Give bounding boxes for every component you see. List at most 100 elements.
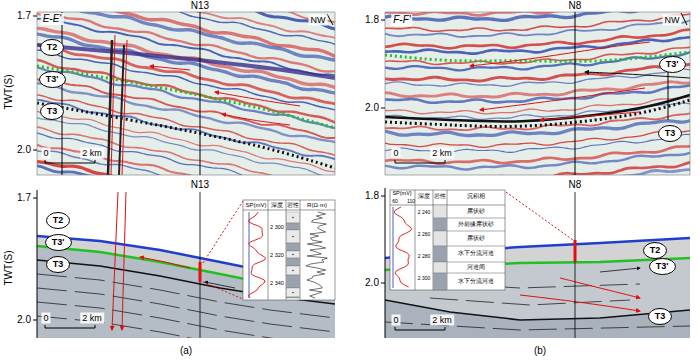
label: 2.0 (17, 145, 31, 155)
onlap-arrow (215, 92, 300, 106)
lithology-bed (434, 218, 447, 231)
axis-tick (33, 320, 37, 321)
seismic-trace (37, 145, 335, 175)
seismic-trace (385, 47, 690, 65)
oval-text-group: T3 (53, 260, 64, 269)
oval-text-group: T2 (53, 216, 64, 225)
scale-bar (395, 160, 396, 163)
scale-bar (45, 325, 46, 328)
oval-shape (649, 308, 672, 324)
sp-curve (248, 212, 265, 298)
label: R(Ω·m) (307, 202, 327, 208)
horizon-oval: T3' (45, 234, 72, 251)
label: 2.0 (17, 315, 31, 325)
oval-text-group: T2 (47, 43, 58, 52)
horizon-oval: T3 (40, 103, 64, 120)
section-frame (385, 12, 690, 175)
lithology-bed (434, 273, 447, 290)
horizon-oval: T3' (649, 258, 676, 275)
sp-curve (394, 207, 411, 287)
lithology-bed (287, 297, 300, 298)
oval-shape (45, 234, 71, 250)
axis-tick (381, 196, 385, 197)
label: F-F' (391, 14, 412, 26)
well-log (243, 200, 335, 300)
scale-bar (95, 325, 96, 328)
onlap-arrow (585, 72, 690, 78)
log-rule (243, 210, 335, 211)
label: 席状砂 (467, 209, 485, 215)
label: 深度 (271, 202, 283, 208)
lithology-bed (287, 251, 300, 258)
label: 2 280 (418, 254, 431, 259)
sand-dot (292, 292, 294, 294)
scale-bar (45, 327, 95, 328)
label: 1.7 (17, 11, 31, 21)
stratum-fill (37, 246, 335, 338)
label: N13 (191, 1, 209, 11)
label: N8 (569, 180, 582, 190)
horizon-label: T3' (666, 60, 679, 69)
lithology-bed (287, 223, 300, 230)
log-rule (390, 205, 505, 206)
well-log (390, 190, 505, 290)
lithology-bed (434, 231, 447, 246)
scale-bar (45, 162, 95, 163)
lithology-bed (287, 243, 300, 251)
label: TWT(S) (4, 251, 14, 286)
oval-shape (644, 242, 667, 258)
seismic-trace (37, 34, 335, 93)
horizon-label: T3 (47, 107, 58, 116)
label: 1.7 (17, 193, 31, 203)
log-rule (447, 218, 505, 219)
onlap-arrow (222, 114, 290, 125)
horizon-label: T3' (656, 262, 669, 271)
scale-bar (445, 327, 446, 330)
stratal-arrow (600, 268, 640, 272)
horizon-oval: T3 (658, 125, 682, 142)
oval-shape (659, 56, 685, 72)
lithology-bed (434, 262, 447, 273)
lithology-bed (287, 266, 300, 275)
onlap-arrow (540, 112, 640, 120)
label: SP(mV) (392, 191, 411, 197)
scale-bar (445, 160, 446, 163)
seismic-trace (385, 170, 690, 175)
scale-bar (45, 160, 46, 163)
oval-shape (659, 125, 682, 141)
stratal-line (37, 302, 335, 338)
horizon-label: T3' (46, 75, 59, 84)
label: 1.8 (365, 15, 379, 25)
label: 2 320 (270, 253, 284, 259)
t3-prime-horizon (385, 52, 690, 61)
seismic-trace (37, 12, 335, 22)
well-line (668, 72, 669, 120)
lithology-bed (287, 275, 300, 288)
well-interval (199, 262, 202, 282)
label: TWT(S) (4, 75, 14, 110)
lithology-bed (434, 246, 447, 262)
seismic-trace (385, 13, 690, 31)
oval-shape (47, 212, 70, 228)
seismic-trace (385, 82, 690, 97)
onlap-arrow (560, 278, 640, 298)
stratum-fill (385, 300, 690, 338)
axis-line (37, 190, 38, 338)
log-rule (268, 200, 269, 300)
lithology-bed (287, 288, 300, 297)
label: N13 (191, 180, 209, 190)
label: 0 (391, 315, 400, 326)
oval-text-group: T3' (656, 262, 669, 271)
sand-dot (292, 217, 294, 219)
label: 2 300 (418, 276, 431, 281)
seismic-trace (37, 28, 335, 88)
scale-bar (395, 327, 396, 330)
fault-line (119, 45, 124, 175)
horizon-oval: T2 (643, 242, 667, 259)
label: 0 (41, 148, 50, 159)
label: SP(mV) (246, 202, 267, 208)
stratal-line (37, 288, 335, 332)
oval-text-group: T3 (655, 312, 666, 321)
label: 2 km (430, 148, 454, 159)
